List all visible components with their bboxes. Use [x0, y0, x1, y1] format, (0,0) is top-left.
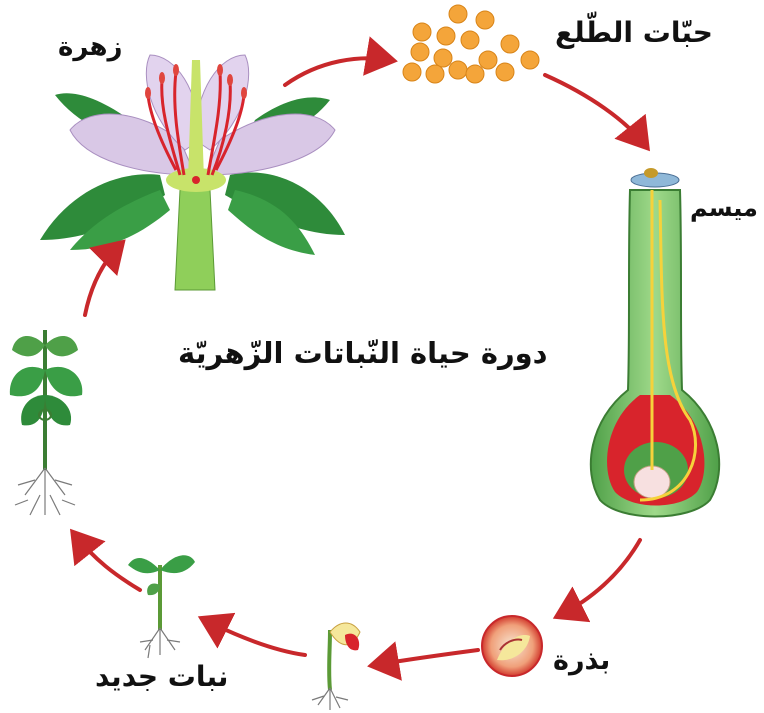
label-flower: زهرة — [58, 32, 123, 62]
flower-ovule — [192, 176, 200, 184]
arrow-seed-to-seedling — [375, 650, 478, 665]
seed-illustration — [482, 616, 542, 676]
label-new-plant: نبات جديد — [95, 660, 228, 693]
arrow-pistil-to-seed — [560, 540, 640, 615]
germinating-seedling — [312, 623, 360, 710]
label-seed: بذرة — [553, 645, 610, 676]
label-pistil: ميسم — [690, 194, 758, 222]
flower-pistil — [188, 60, 204, 180]
arrow-pollen-to-pistil — [545, 75, 645, 145]
flower-illustration — [40, 55, 345, 290]
arrow-flower-to-pollen — [285, 58, 390, 85]
flower-stem — [175, 190, 215, 290]
pollen-grains — [403, 5, 539, 83]
young-plant — [128, 555, 195, 658]
label-pollen-grains: حبّات الطّلع — [555, 16, 713, 49]
mature-plant — [10, 330, 82, 515]
diagram-title: دورة حياة النّباتات الزّهريّة — [178, 336, 548, 370]
arrow-mature-to-flower — [85, 245, 120, 315]
arrow-seedling-to-plant — [205, 620, 305, 655]
